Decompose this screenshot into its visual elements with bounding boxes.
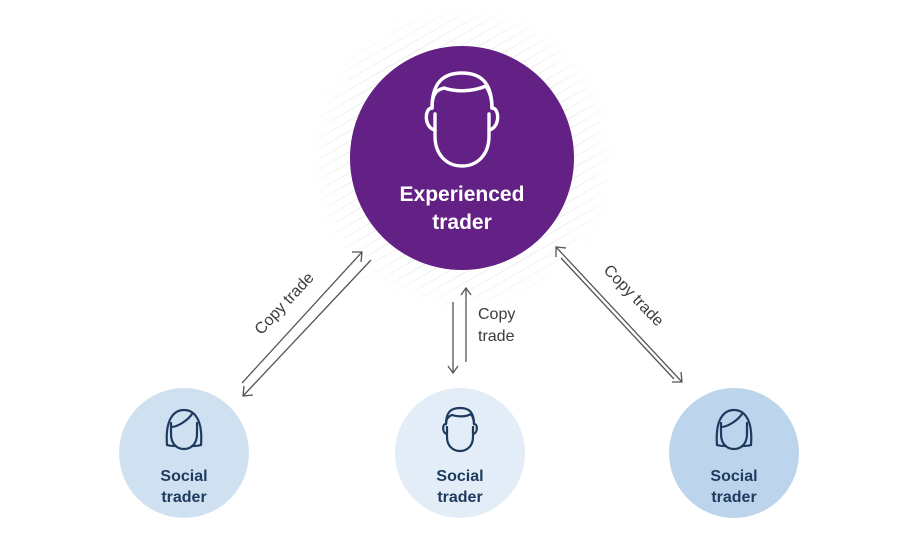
copy-trade-arrow-right [555,246,683,383]
follower-circle [669,388,799,518]
follower-circle [119,388,249,518]
follower-left-label-line2: trader [161,489,206,506]
hub-label-line1: Experienced [400,183,525,206]
follower-right-label-line2: trader [711,489,756,506]
social-trader-node-right: Social trader [669,388,799,518]
hub-circle [350,46,574,270]
social-trader-node-center: Social trader [395,388,525,518]
edge-label-right: Copy trade [600,262,667,330]
follower-left-label-line1: Social [160,468,207,485]
edge-label-center-line2: trade [478,328,515,345]
woman-face-icon [165,408,203,451]
copy-trade-arrow-left [241,251,372,397]
follower-center-label-line2: trader [437,489,482,506]
social-trader-node-left: Social trader [119,388,249,518]
hub-label-line2: trader [432,211,492,234]
man-face-icon [442,406,478,453]
experienced-trader-node: Experienced trader [350,46,574,270]
follower-center-label-line1: Social [436,468,483,485]
follower-right-label-line1: Social [710,468,757,485]
woman-face-icon [715,408,753,451]
edge-label-center-line1: Copy [478,306,515,323]
copy-trade-arrow-center [447,286,472,375]
follower-circle [395,388,525,518]
man-face-icon [424,71,500,168]
